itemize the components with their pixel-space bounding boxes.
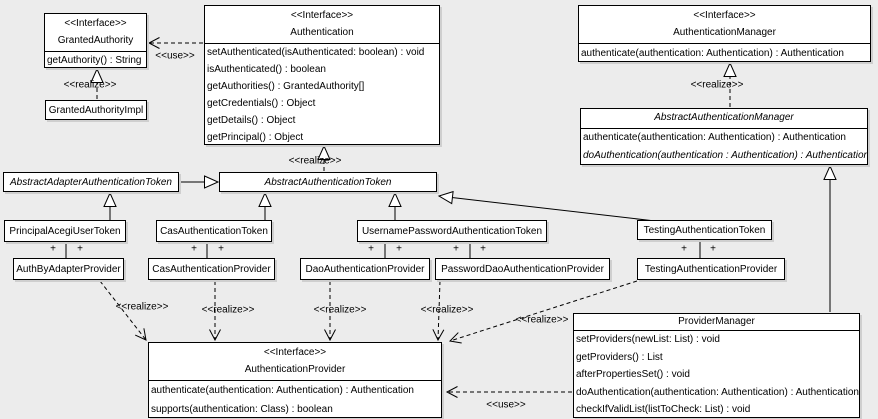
- method-label: getPrincipal() : Object: [207, 132, 304, 143]
- realize-label: <<realize>>: [115, 301, 169, 313]
- use-label: <<use>>: [486, 399, 526, 411]
- realize-label: <<realize>>: [288, 155, 342, 167]
- method-label: isAuthenticated() : boolean: [207, 64, 326, 75]
- class-name: CasAuthenticationProvider: [152, 263, 271, 275]
- multiplicity-label: +: [480, 243, 486, 255]
- realize-label: <<realize>>: [420, 304, 474, 316]
- methods-compartment: authenticate(authentication: Authenticat…: [149, 381, 441, 417]
- class-header: <<Interface>> Authentication: [205, 6, 439, 44]
- methods-compartment: getAuthority() : String: [45, 52, 146, 67]
- class-name: PrincipalAcegiUserToken: [9, 225, 121, 237]
- multiplicity-label: +: [368, 243, 374, 255]
- stereotype-label: <<Interface>>: [263, 347, 327, 358]
- method-label: getAuthority() : String: [47, 55, 142, 66]
- class-authentication-manager: <<Interface>> AuthenticationManager auth…: [578, 5, 871, 62]
- multiplicity-label: +: [710, 243, 716, 255]
- multiplicity-label: +: [453, 243, 459, 255]
- class-name: GrantedAuthorityImpl: [48, 104, 144, 116]
- multiplicity-label: +: [396, 243, 402, 255]
- class-name: TestingAuthenticationToken: [643, 224, 766, 236]
- realize-authbyadapter-provider: [99, 280, 147, 341]
- realize-passworddao-provider: [432, 280, 445, 342]
- class-name: ProviderManager: [678, 316, 755, 327]
- method-label: checkIfValidList(listToCheck: List) : vo…: [576, 404, 751, 416]
- class-password-dao-authentication-provider: PasswordDaoAuthenticationProvider: [435, 258, 610, 280]
- realize-label: <<realize>>: [313, 304, 367, 316]
- use-label: <<use>>: [155, 50, 195, 62]
- realize-label: <<realize>>: [201, 304, 255, 316]
- stereotype-label: <<Interface>>: [290, 10, 354, 21]
- class-name: AuthenticationManager: [673, 27, 776, 38]
- realize-label: <<realize>>: [63, 79, 117, 91]
- methods-compartment: authenticate(authentication: Authenticat…: [579, 44, 870, 61]
- method-label: supports(authentication: Class) : boolea…: [151, 404, 333, 415]
- class-abstract-authentication-manager: AbstractAuthenticationManager authentica…: [580, 108, 868, 165]
- multiplicity-label: +: [191, 243, 197, 255]
- multiplicity-label: +: [50, 243, 56, 255]
- class-header: ProviderManager: [574, 314, 859, 331]
- stereotype-label: <<Interface>>: [64, 18, 127, 29]
- class-testing-authentication-provider: TestingAuthenticationProvider: [637, 258, 785, 280]
- methods-compartment: authenticate(authentication: Authenticat…: [581, 129, 868, 164]
- class-name: AbstractAuthenticationManager: [654, 112, 794, 123]
- class-name: AbstractAuthenticationToken: [264, 176, 392, 188]
- class-authentication-provider: <<Interface>> AuthenticationProvider aut…: [148, 342, 442, 418]
- methods-compartment: setProviders(newList: List) : void getPr…: [574, 331, 859, 417]
- methods-compartment: setAuthenticated(isAuthenticated: boolea…: [205, 44, 439, 144]
- method-label: getCredentials() : Object: [207, 98, 316, 109]
- realize-label: <<realize>>: [690, 79, 744, 91]
- class-provider-manager: ProviderManager setProviders(newList: Li…: [573, 313, 860, 418]
- class-name: PasswordDaoAuthenticationProvider: [441, 263, 604, 275]
- class-granted-authority: <<Interface>> GrantedAuthority getAuthor…: [44, 13, 147, 68]
- class-abstract-authentication-token: AbstractAuthenticationToken: [219, 172, 437, 192]
- class-header: <<Interface>> AuthenticationProvider: [149, 343, 441, 381]
- method-label: doAuthentication(authentication: Authent…: [576, 386, 859, 398]
- multiplicity-label: +: [681, 243, 687, 255]
- class-cas-authentication-token: CasAuthenticationToken: [156, 220, 272, 242]
- class-header: <<Interface>> AuthenticationManager: [579, 6, 870, 44]
- method-label: getDetails() : Object: [207, 115, 296, 126]
- generalization-testing-token-to-abstract-token: [437, 190, 656, 222]
- stereotype-label: <<Interface>>: [693, 10, 756, 21]
- method-label: authenticate(authentication: Authenticat…: [583, 132, 846, 143]
- class-name: AuthenticationProvider: [244, 364, 346, 375]
- class-username-password-authentication-token: UsernamePasswordAuthenticationToken: [357, 220, 547, 242]
- method-label: getProviders() : List: [576, 351, 663, 363]
- method-label: authenticate(authentication: Authenticat…: [581, 48, 844, 59]
- method-label: getAuthorities() : GrantedAuthority[]: [207, 81, 365, 92]
- class-header: AbstractAuthenticationManager: [581, 109, 867, 129]
- class-name: DaoAuthenticationProvider: [305, 263, 425, 275]
- class-header: <<Interface>> GrantedAuthority: [45, 14, 146, 52]
- class-authentication: <<Interface>> Authentication setAuthenti…: [204, 5, 440, 145]
- class-auth-by-adapter-provider: AuthByAdapterProvider: [13, 258, 124, 280]
- method-label: afterPropertiesSet() : void: [576, 369, 690, 381]
- class-principal-acegi-user-token: PrincipalAcegiUserToken: [4, 220, 126, 242]
- class-name: CasAuthenticationToken: [160, 225, 268, 237]
- class-name: AuthByAdapterProvider: [16, 263, 121, 275]
- method-label: setAuthenticated(isAuthenticated: boolea…: [207, 47, 425, 58]
- method-label: doAuthentication(authentication : Authen…: [583, 150, 868, 161]
- method-label: authenticate(authentication: Authenticat…: [151, 385, 414, 396]
- multiplicity-label: +: [218, 243, 224, 255]
- class-name: AbstractAdapterAuthenticationToken: [10, 176, 172, 188]
- class-abstract-adapter-authentication-token: AbstractAdapterAuthenticationToken: [3, 172, 179, 192]
- method-label: setProviders(newList: List) : void: [576, 334, 720, 345]
- class-name: Authentication: [290, 27, 354, 38]
- class-name: TestingAuthenticationProvider: [644, 263, 778, 275]
- class-name: GrantedAuthority: [57, 35, 134, 46]
- class-granted-authority-impl: GrantedAuthorityImpl: [45, 100, 147, 120]
- class-cas-authentication-provider: CasAuthenticationProvider: [148, 258, 275, 280]
- realize-testing-provider: [448, 280, 638, 344]
- realize-label: <<realize>>: [515, 314, 569, 326]
- multiplicity-label: +: [77, 243, 83, 255]
- class-name: UsernamePasswordAuthenticationToken: [361, 225, 543, 237]
- class-testing-authentication-token: TestingAuthenticationToken: [637, 220, 772, 240]
- class-dao-authentication-provider: DaoAuthenticationProvider: [300, 258, 430, 280]
